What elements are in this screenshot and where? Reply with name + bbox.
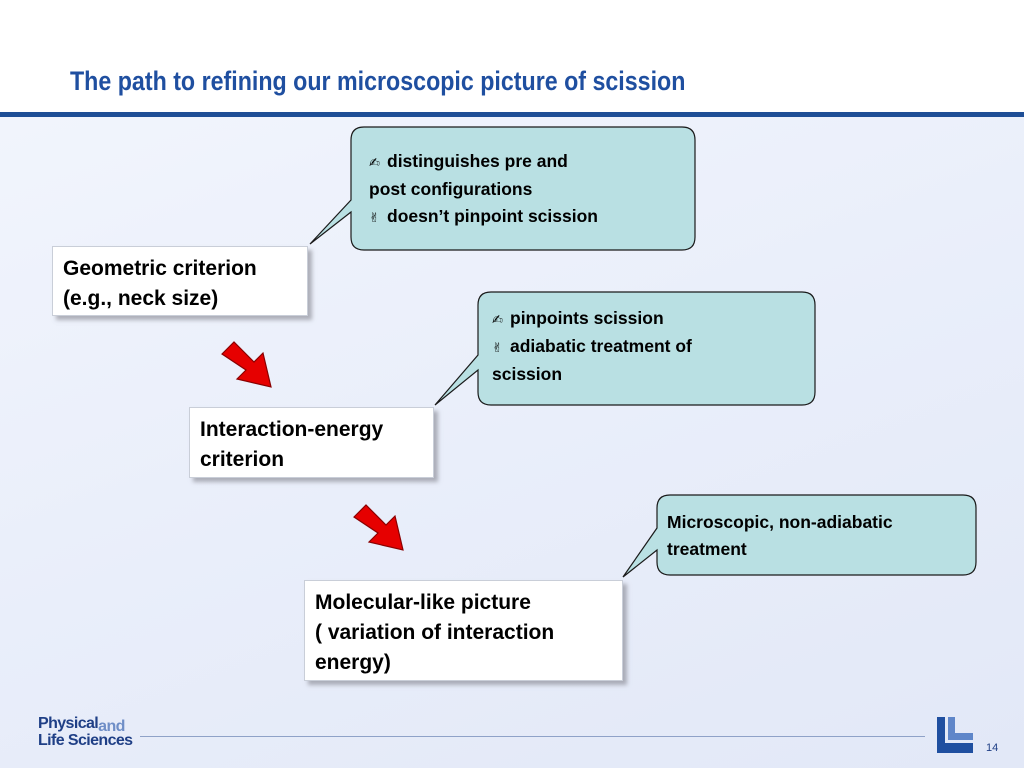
callout-interaction: ✍ pinpoints scission ✌ adiabatic treatment… (492, 305, 692, 388)
slide-title: The path to refining our microscopic pic… (70, 66, 686, 96)
page-number: 14 (986, 742, 999, 754)
llnl-logo-icon (937, 717, 973, 753)
box-line: (e.g., neck size) (63, 287, 219, 310)
callout-line: post configurations (369, 176, 598, 203)
box-line: Interaction-energy (200, 418, 384, 441)
down-right-arrow-icon (221, 341, 272, 388)
box-line: criterion (200, 448, 285, 471)
box-geometric-criterion: Geometric criterion (e.g., neck size) (52, 246, 308, 316)
callout-line-text: doesn’t pinpoint scission (387, 206, 598, 226)
box-line: Molecular-like picture (315, 591, 531, 614)
callout-line: ✍ distinguishes pre and (369, 148, 598, 176)
thumbs-down-icon: ✌ (369, 210, 380, 225)
callout-line-text: scission (492, 364, 563, 384)
down-right-arrow-icon (353, 504, 404, 551)
callout-geometric-shape (309, 126, 696, 251)
box-molecular-like-picture: Molecular-like picture ( variation of in… (304, 580, 623, 681)
slide-header: The path to refining our microscopic pic… (0, 0, 1024, 112)
thumbs-down-icon: ✌ (492, 340, 503, 355)
callout-line: treatment (667, 539, 747, 559)
footer-divider (140, 736, 925, 737)
callout-line-text: pinpoints scission (510, 308, 664, 328)
callout-line: ✌ doesn’t pinpoint scission (369, 203, 598, 231)
callout-interaction-shape (434, 291, 816, 406)
callout-molecular-shape (622, 494, 977, 578)
title-underline (0, 112, 1024, 117)
box-line: Geometric criterion (63, 257, 257, 280)
logo-text: Physical (38, 715, 99, 732)
callout-line-text: post configurations (369, 179, 533, 199)
callout-line: ✌ adiabatic treatment of (492, 333, 692, 361)
thumbs-up-icon: ✍ (369, 155, 380, 170)
callout-line-text: distinguishes pre and (387, 151, 568, 171)
callout-line-text: adiabatic treatment of (510, 336, 692, 356)
callout-line: scission (492, 361, 692, 388)
thumbs-up-icon: ✍ (492, 312, 503, 327)
logo-text: Life Sciences (38, 732, 133, 749)
callout-molecular: Microscopic, non-adiabatic treatment (667, 509, 893, 563)
physical-life-sciences-logo: Physicaland Life Sciences (38, 715, 133, 749)
callout-line: Microscopic, non-adiabatic (667, 512, 893, 532)
logo-text: and (98, 718, 125, 735)
callout-geometric: ✍ distinguishes pre and post configuratio… (369, 148, 598, 231)
box-line: ( variation of interaction (315, 621, 555, 644)
box-line: energy) (315, 651, 391, 674)
callout-line: ✍ pinpoints scission (492, 305, 692, 333)
box-interaction-energy-criterion: Interaction-energy criterion (189, 407, 434, 478)
